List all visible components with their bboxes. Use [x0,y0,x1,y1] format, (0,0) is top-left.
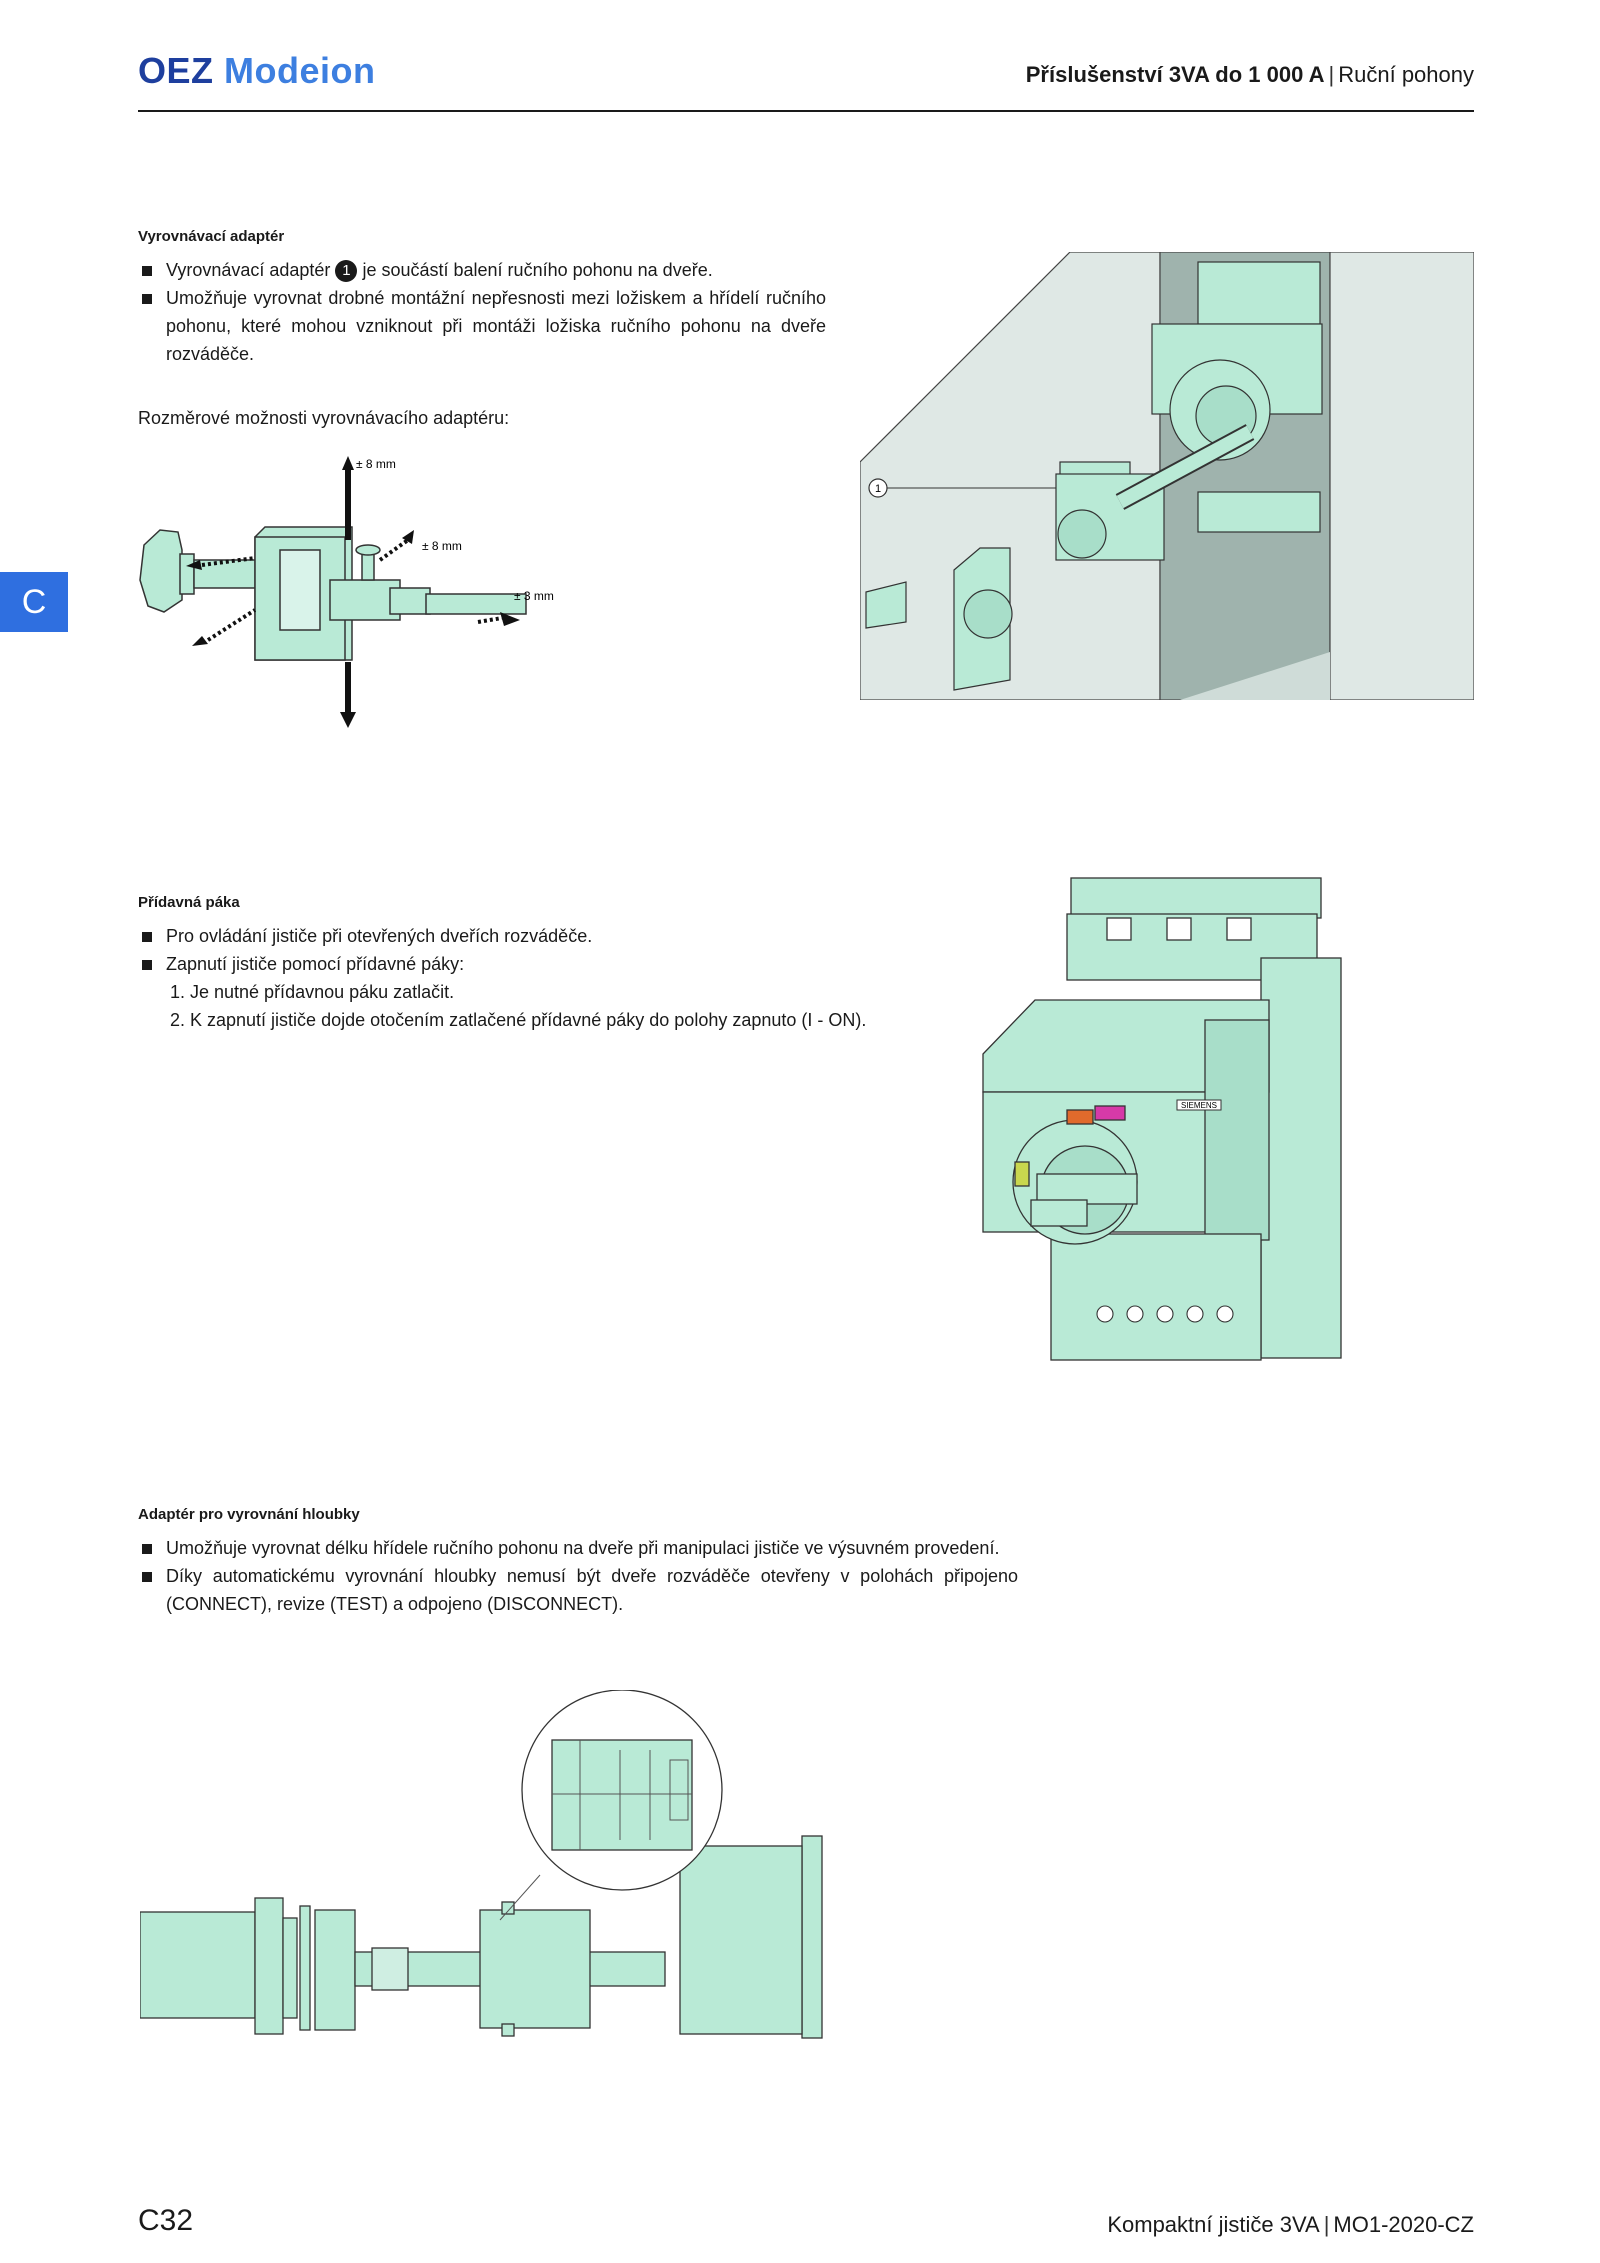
section-title-alignment-adapter: Vyrovnávací adaptér [138,228,285,245]
brand-logo: OEZ Modeion [138,50,376,92]
bullet-text: je součástí balení ručního pohonu na dve… [362,260,713,280]
section-title-depth-adapter: Adaptér pro vyrovnání hloubky [138,1506,360,1523]
section3-bullets: Umožňuje vyrovnat délku hřídele ručního … [138,1534,1018,1618]
section3-bullet-1: Umožňuje vyrovnat délku hřídele ručního … [138,1534,1018,1562]
bullet-text: Vyrovnávací adaptér [166,260,331,280]
header-title: Příslušenství 3VA do 1 000 A|Ruční pohon… [1026,62,1474,88]
logo-product: Modeion [224,50,376,91]
footer-doc-info: Kompaktní jističe 3VA|MO1-2020-CZ [1107,2212,1474,2238]
door-handle-illustration: 1 [860,252,1474,700]
section1-bullets: Vyrovnávací adaptér 1 je součástí balení… [138,256,826,368]
footer-separator: | [1323,2212,1330,2237]
dim-label-diagonal: ± 8 mm [422,539,462,553]
section1-bullet-1: Vyrovnávací adaptér 1 je součástí balení… [138,256,826,284]
header-title-main: Příslušenství 3VA do 1 000 A [1025,62,1325,87]
section2-bullets: Pro ovládání jističe při otevřených dveř… [138,922,858,978]
callout-badge: 1 [335,260,358,283]
device-brand-label: SIEMENS [1181,1101,1217,1110]
dimension-caption: Rozměrové možnosti vyrovnávacího adaptér… [138,408,510,428]
callout-number: 1 [875,483,881,495]
footer-doc-title: Kompaktní jističe 3VA [1107,2212,1320,2237]
depth-adapter-illustration [140,1690,823,2039]
section2-steps: Je nutné přídavnou páku zatlačit. K zapn… [138,978,910,1034]
section-title-auxiliary-lever: Přídavná páka [138,894,240,911]
dim-label-vertical: ± 8 mm [356,457,396,471]
adapter-dimension-drawing: ± 8 mm ± 8 mm ± 3 mm [139,456,554,728]
section2-bullet-2: Zapnutí jističe pomocí přídavné páky: [138,950,858,978]
step-item: K zapnutí jističe dojde otočením zatlače… [190,1006,910,1034]
header-separator: | [1328,62,1335,87]
section2-bullet-1: Pro ovládání jističe při otevřených dveř… [138,922,858,950]
footer-doc-code: MO1-2020-CZ [1333,2212,1474,2237]
step-item: Je nutné přídavnou páku zatlačit. [190,978,910,1006]
header-divider [138,110,1474,112]
knob-shape [139,529,183,613]
logo-brand: OEZ [138,50,214,91]
circuit-breaker-illustration: SIEMENS [982,877,1342,1361]
chapter-tab[interactable]: C [0,572,68,632]
header-title-sub: Ruční pohony [1338,62,1474,87]
section3-bullet-2: Díky automatickému vyrovnání hloubky nem… [138,1562,1018,1618]
dim-label-axial: ± 3 mm [514,589,554,603]
section1-bullet-2: Umožňuje vyrovnat drobné montážní nepřes… [138,284,826,368]
page-number: C32 [138,2204,194,2237]
